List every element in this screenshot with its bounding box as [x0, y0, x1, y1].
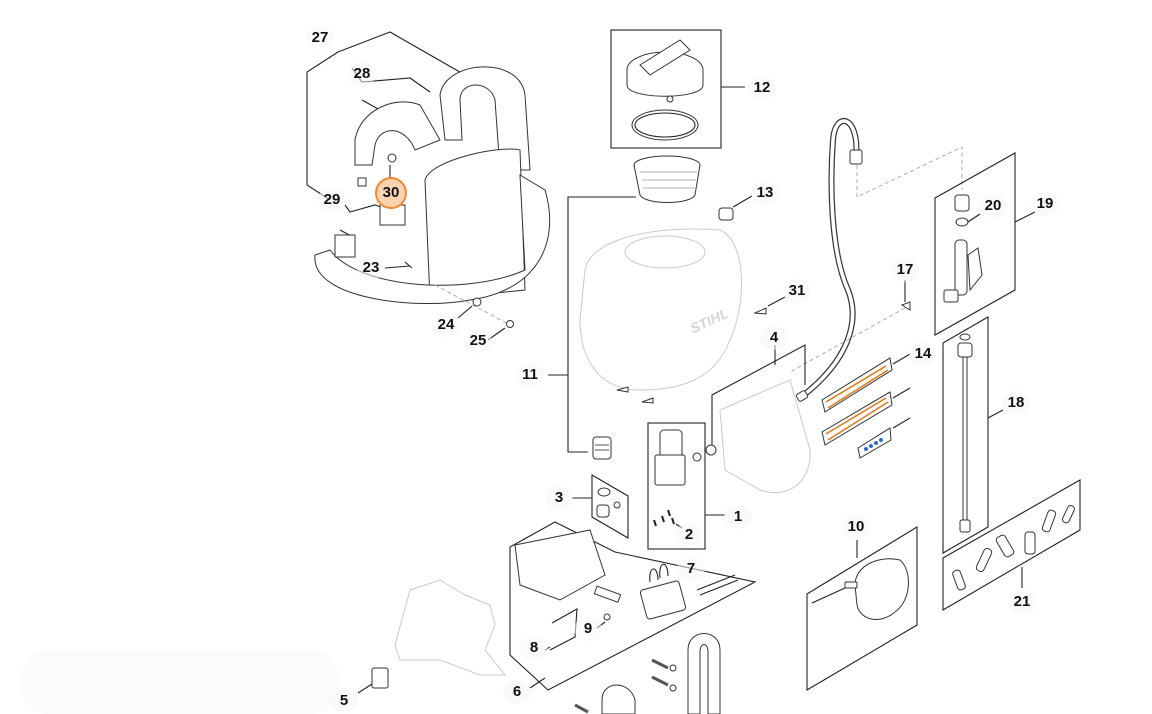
housing-part-4[interactable]	[705, 344, 811, 494]
callout-24[interactable]: 24	[432, 313, 460, 337]
bottom-overlay	[20, 650, 340, 714]
fitting-set[interactable]	[572, 474, 629, 539]
sticker-set[interactable]	[821, 353, 911, 459]
callout-3[interactable]: 3	[545, 486, 573, 510]
hose[interactable]	[789, 118, 963, 401]
cap-assembly[interactable]	[610, 29, 745, 149]
callout-10[interactable]: 10	[842, 515, 870, 539]
callout-28[interactable]: 28	[348, 62, 376, 86]
callout-19[interactable]: 19	[1031, 192, 1059, 216]
callout-29[interactable]: 29	[318, 188, 346, 212]
electronics-group[interactable]	[509, 521, 757, 691]
handle-ghost	[394, 579, 507, 676]
trigger-valve-assembly[interactable]	[934, 152, 1036, 336]
callout-4[interactable]: 4	[760, 326, 788, 350]
frame-parts[interactable]	[574, 633, 721, 714]
nozzle-set[interactable]	[942, 479, 1081, 611]
callout-31[interactable]: 31	[783, 279, 811, 303]
callout-9[interactable]: 9	[574, 617, 602, 641]
callout-12[interactable]: 12	[748, 76, 776, 100]
callout-2[interactable]: 2	[675, 523, 703, 547]
switch-part[interactable]	[357, 667, 389, 694]
filter-and-tank-group[interactable]: STIHL	[548, 155, 742, 460]
callout-13[interactable]: 13	[751, 181, 779, 205]
callout-8[interactable]: 8	[520, 636, 548, 660]
callout-7[interactable]: 7	[677, 557, 705, 581]
callout-21[interactable]: 21	[1008, 590, 1036, 614]
callout-30-highlighted[interactable]: 30	[375, 177, 407, 209]
screw-31[interactable]	[753, 296, 786, 315]
spray-lance[interactable]	[942, 316, 1004, 554]
callout-6[interactable]: 6	[503, 680, 531, 704]
callout-25[interactable]: 25	[464, 329, 492, 353]
pump-assembly[interactable]	[647, 422, 725, 550]
callout-1[interactable]: 1	[724, 505, 752, 529]
callout-17[interactable]: 17	[891, 258, 919, 282]
callout-20[interactable]: 20	[979, 194, 1007, 218]
battery-cover-set[interactable]	[806, 526, 918, 691]
clip-part[interactable]	[718, 195, 753, 221]
callout-23[interactable]: 23	[357, 256, 385, 280]
callout-5[interactable]: 5	[330, 689, 358, 713]
callout-11[interactable]: 11	[516, 363, 544, 387]
screw-17[interactable]	[900, 280, 911, 311]
harness-assembly[interactable]	[306, 31, 551, 341]
callout-14[interactable]: 14	[909, 342, 937, 366]
callout-27[interactable]: 27	[306, 26, 334, 50]
callout-18[interactable]: 18	[1002, 391, 1030, 415]
